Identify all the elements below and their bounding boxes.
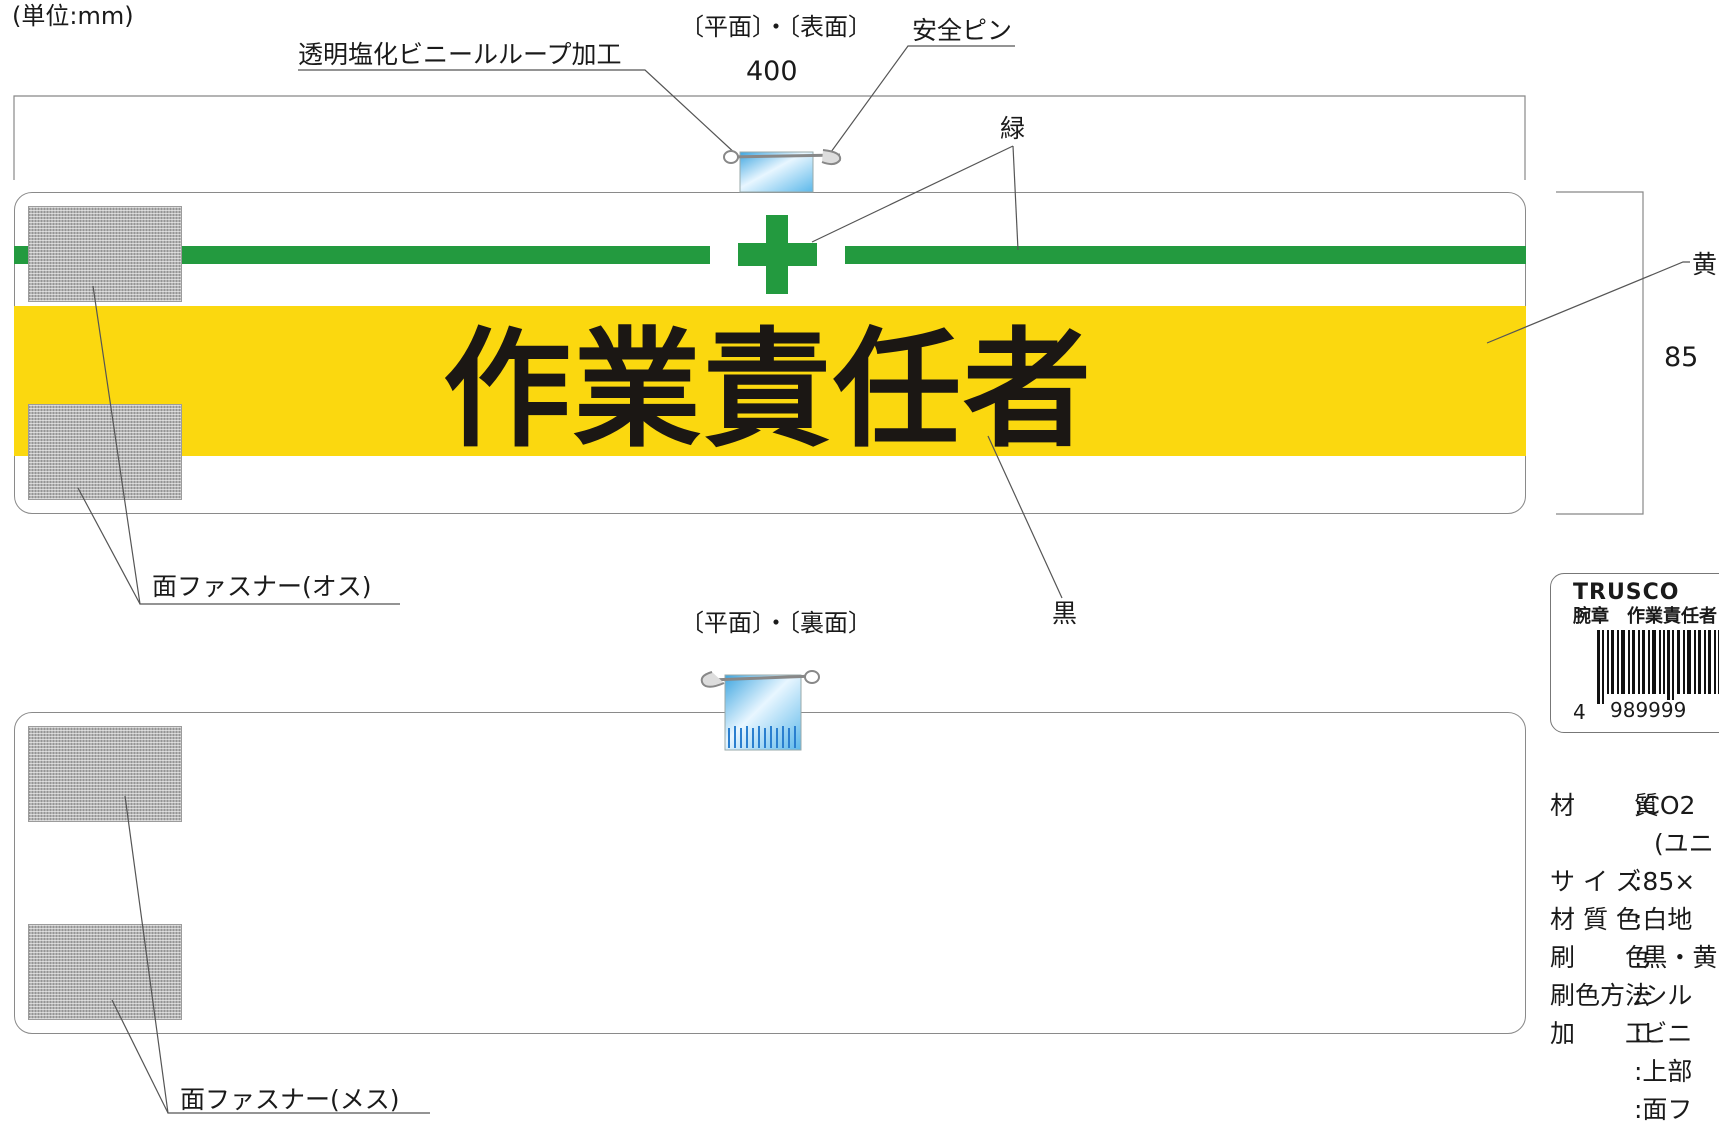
- fastener-male-top: [28, 206, 182, 302]
- spec-row: 材 質 色:白地: [1550, 900, 1692, 936]
- spec-row: :面フ: [1550, 1090, 1692, 1126]
- fastener-female-label: 面ファスナー(メス): [180, 1085, 400, 1114]
- green-stripe-left: [14, 246, 710, 264]
- green-label: 緑: [1000, 114, 1026, 143]
- front-view-label: 〔平面〕・〔表面〕: [680, 13, 872, 41]
- fastener-male-label: 面ファスナー(オス): [152, 572, 372, 601]
- loop-label: 透明塩化ビニールループ加工: [298, 40, 622, 69]
- spec-value: :シル: [1634, 981, 1693, 1010]
- spec-row: 加 工:ビニ: [1550, 1014, 1692, 1050]
- spec-row: 材 質:CO2: [1550, 786, 1695, 822]
- fastener-female-top: [28, 726, 182, 822]
- spec-key: 刷 色: [1550, 943, 1651, 972]
- yellow-label: 黄: [1692, 250, 1718, 279]
- height-dimension: 85: [1664, 342, 1699, 373]
- spec-value: :CO2: [1634, 791, 1696, 820]
- pin-label: 安全ピン: [912, 16, 1013, 45]
- spec-value: :黒・黄: [1634, 943, 1718, 972]
- spec-value: :面フ: [1634, 1095, 1693, 1124]
- fastener-male-bottom: [28, 404, 182, 500]
- green-cross-horizontal: [738, 243, 817, 266]
- barcode-digits: 989999: [1609, 698, 1688, 722]
- spec-key: 刷色方法: [1550, 981, 1651, 1010]
- barcode-digit-left: 4: [1573, 700, 1586, 724]
- spec-row: 刷色方法:シル: [1550, 976, 1692, 1012]
- unit-note: (単位:mm): [12, 2, 134, 30]
- armband-title: 作業責任者: [442, 316, 1093, 465]
- spec-key: 材 質 色: [1550, 905, 1641, 934]
- width-dimension: 400: [746, 56, 798, 87]
- back-view-label: 〔平面〕・〔裏面〕: [680, 609, 872, 637]
- spec-row: :上部: [1550, 1052, 1692, 1088]
- black-label: 黒: [1052, 599, 1078, 628]
- spec-value: :上部: [1634, 1057, 1693, 1086]
- spec-row: (ユニ: [1550, 824, 1714, 860]
- spec-value: (ユニ: [1654, 829, 1714, 858]
- green-stripe-right: [845, 246, 1526, 264]
- spec-key: サ イ ズ: [1550, 867, 1641, 896]
- spec-key: 材 質: [1550, 791, 1663, 820]
- armband-back: [14, 712, 1526, 1034]
- spec-row: サ イ ズ:85×: [1550, 862, 1695, 898]
- safety-pin-back: [700, 670, 820, 751]
- product-label: TRUSCO 腕章 作業責任者 4 989999: [1550, 573, 1719, 733]
- safety-pin-front: [723, 149, 842, 193]
- barcode: [1597, 630, 1719, 704]
- spec-value: :白地: [1634, 905, 1693, 934]
- yellow-band: [14, 306, 1526, 456]
- spec-value: :ビニ: [1634, 1019, 1693, 1048]
- fastener-female-bottom: [28, 924, 182, 1020]
- spec-row: 刷 色:黒・黄: [1550, 938, 1717, 974]
- brand-logo: TRUSCO: [1573, 580, 1680, 605]
- spec-key: 加 工: [1550, 1019, 1651, 1048]
- product-name: 腕章 作業責任者: [1573, 606, 1717, 627]
- spec-value: :85×: [1634, 867, 1696, 896]
